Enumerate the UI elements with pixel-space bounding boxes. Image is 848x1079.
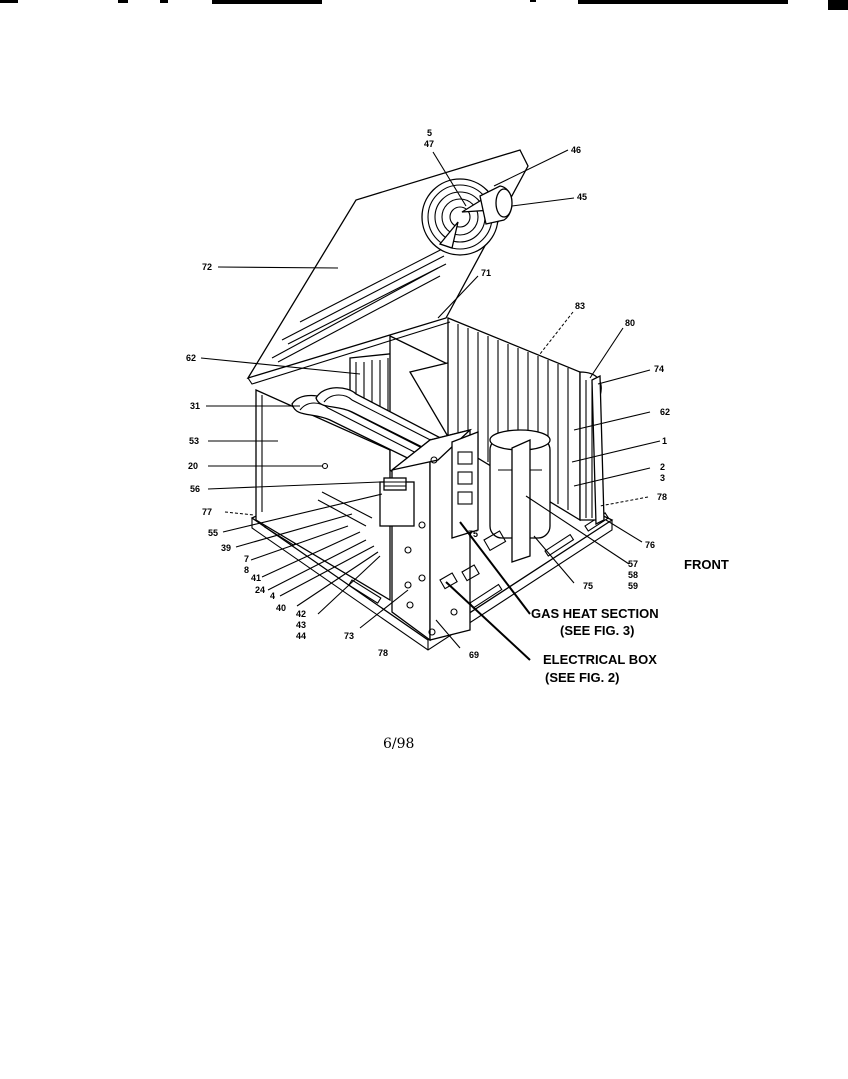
- part-label-46: 46: [571, 145, 581, 155]
- part-label-59: 59: [628, 581, 638, 591]
- part-label-80: 80: [625, 318, 635, 328]
- top-panel: [246, 149, 529, 385]
- date-code: 6/98: [383, 736, 414, 752]
- part-label-78-right: 78: [657, 492, 667, 502]
- part-label-42: 42: [296, 609, 306, 619]
- front-label: FRONT: [684, 557, 729, 572]
- part-label-83: 83: [575, 301, 585, 311]
- part-label-76: 76: [645, 540, 655, 550]
- part-label-77: 77: [202, 507, 212, 517]
- unit-illustration: [246, 149, 614, 651]
- part-label-75-center: 75: [468, 529, 478, 539]
- part-label-72: 72: [202, 262, 212, 272]
- leader-lines: [200, 149, 661, 661]
- part-label-4: 4: [270, 591, 275, 601]
- part-label-75-right: 75: [583, 581, 593, 591]
- part-label-44: 44: [296, 631, 306, 641]
- gas-heat-section-ref: (SEE FIG. 3): [560, 623, 634, 638]
- electrical-box-ref: (SEE FIG. 2): [545, 670, 619, 685]
- part-label-20: 20: [188, 461, 198, 471]
- part-label-62-right: 62: [660, 407, 670, 417]
- part-label-53: 53: [189, 436, 199, 446]
- part-label-78-bottom: 78: [378, 648, 388, 658]
- part-label-45: 45: [577, 192, 587, 202]
- section-callouts: FRONT GAS HEAT SECTION (SEE FIG. 3) ELEC…: [531, 557, 729, 685]
- part-label-56: 56: [190, 484, 200, 494]
- part-label-2: 2: [660, 462, 665, 472]
- part-label-71: 71: [481, 268, 491, 278]
- part-label-41: 41: [251, 573, 261, 583]
- part-label-31: 31: [190, 401, 200, 411]
- part-label-55: 55: [208, 528, 218, 538]
- scan-edge-marks: [0, 0, 848, 10]
- part-number-labels: 5 47 46 45 72 71 83 80 62 74 62 31 1 53 …: [186, 128, 670, 660]
- part-label-43: 43: [296, 620, 306, 630]
- part-label-40: 40: [276, 603, 286, 613]
- part-label-47: 47: [424, 139, 434, 149]
- electrical-box-label: ELECTRICAL BOX: [543, 652, 657, 667]
- part-label-73: 73: [344, 631, 354, 641]
- part-label-7: 7: [244, 554, 249, 564]
- part-label-57: 57: [628, 559, 638, 569]
- part-label-5: 5: [427, 128, 432, 138]
- part-label-69: 69: [469, 650, 479, 660]
- corner-post: [591, 374, 605, 526]
- part-label-1: 1: [662, 436, 667, 446]
- gas-heat-section-label: GAS HEAT SECTION: [531, 606, 659, 621]
- part-label-24: 24: [255, 585, 265, 595]
- part-label-39: 39: [221, 543, 231, 553]
- part-label-62-left: 62: [186, 353, 196, 363]
- left-side-panel: [255, 388, 391, 602]
- part-label-74: 74: [654, 364, 664, 374]
- gas-heat-panel: [439, 431, 531, 590]
- part-label-8: 8: [244, 565, 249, 575]
- part-label-58: 58: [628, 570, 638, 580]
- part-label-3: 3: [660, 473, 665, 483]
